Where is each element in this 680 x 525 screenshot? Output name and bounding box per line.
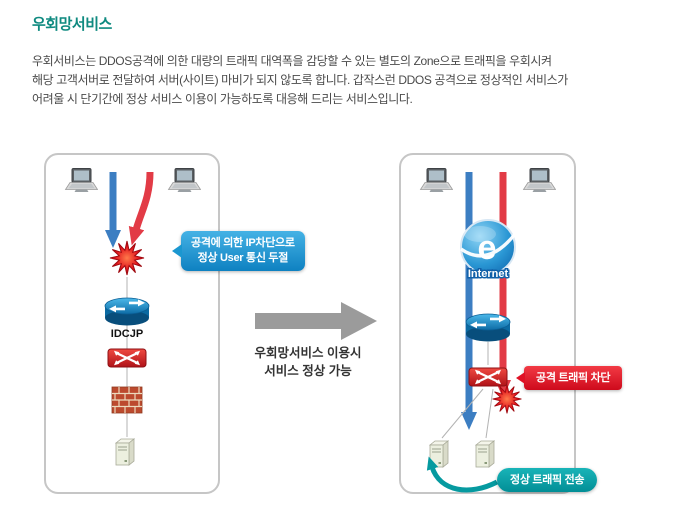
laptop-icon (523, 168, 556, 193)
router-icon (104, 297, 150, 326)
callout-attack-blocked: 공격 트래픽 차단 (515, 366, 623, 390)
callout-ip-block: 공격에 의한 IP차단으로 정상 User 통신 두절 (172, 231, 305, 271)
switch-icon (468, 366, 508, 388)
transition-caption-line-2: 서비스 정상 가능 (264, 364, 352, 378)
description-line-2: 해당 고객서버로 전달하여 서버(사이트) 마비가 되지 않도록 합니다. 갑작… (32, 73, 568, 87)
laptop-icon (168, 168, 201, 193)
description-line-1: 우회서비스는 DDOS공격에 의한 대량의 트래픽 대역폭을 감당할 수 있는 … (32, 54, 552, 68)
callout-ip-block-line-2: 정상 User 통신 두절 (197, 252, 289, 264)
switch-to-server-lines (441, 388, 494, 439)
after-service-panel (399, 153, 576, 494)
before-service-panel (44, 153, 220, 494)
server-icon (475, 440, 495, 468)
laptop-icon (65, 168, 98, 193)
page-title: 우회망서비스 (32, 16, 112, 33)
attack-burst-icon (109, 240, 145, 276)
transition-arrow (255, 302, 377, 340)
laptop-icon (420, 168, 453, 193)
normal-traffic-curve-arrow (426, 456, 499, 493)
transition-caption: 우회망서비스 이용시 서비스 정상 가능 (238, 344, 378, 380)
firewall-brick-icon (111, 386, 143, 414)
description-line-3: 어려울 시 단기간에 정상 서비스 이용이 가능하도록 대응해 드리는 서비스입… (32, 92, 413, 106)
callout-ip-block-line-1: 공격에 의한 IP차단으로 (191, 237, 295, 249)
attack-burst-icon (492, 384, 522, 414)
internet-explorer-logo: e Internet (460, 219, 517, 282)
server-icon (115, 438, 135, 466)
router-icon (465, 313, 511, 342)
switch-icon (107, 347, 147, 369)
transition-caption-line-1: 우회망서비스 이용시 (254, 346, 362, 360)
ie-letter: e (478, 229, 497, 267)
server-icon (429, 440, 449, 468)
router-label: IDCJP (110, 328, 144, 340)
internet-label: Internet (468, 268, 509, 280)
attack-traffic-arrow-before (128, 171, 154, 246)
page-description: 우회서비스는 DDOS공격에 의한 대량의 트래픽 대역폭을 감당할 수 있는 … (32, 52, 568, 109)
callout-normal-forwarded: 정상 트래픽 전송 (497, 468, 598, 492)
